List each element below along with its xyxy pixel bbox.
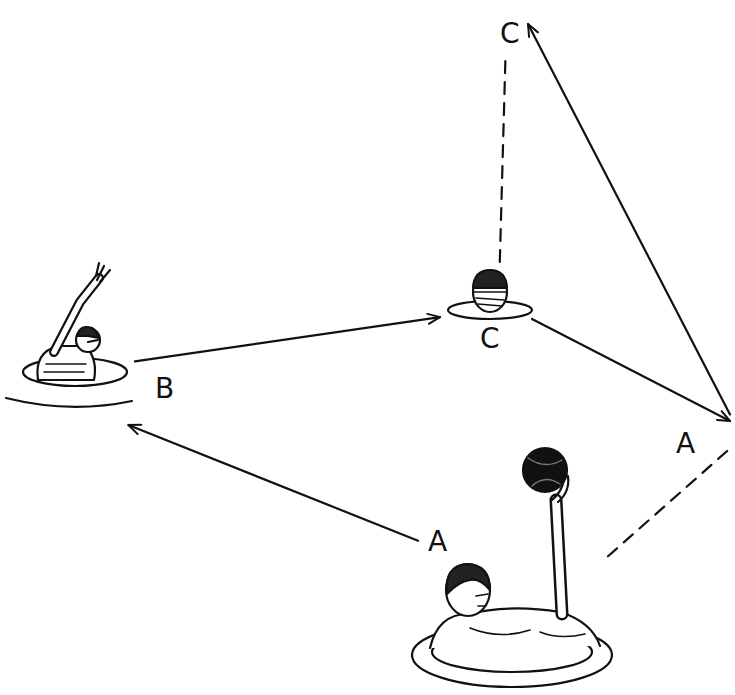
swimmer-arm bbox=[556, 500, 562, 614]
swimmer-head bbox=[76, 328, 100, 352]
player-position: C bbox=[440, 262, 532, 357]
player-letter: A bbox=[428, 528, 447, 556]
water-line bbox=[6, 398, 132, 407]
swimmer-goggles bbox=[88, 340, 98, 342]
swimmer-hair bbox=[447, 564, 490, 594]
swimmer-head bbox=[446, 564, 490, 616]
ball-seam bbox=[528, 458, 562, 486]
swimmer-hand bbox=[96, 263, 110, 282]
pass-arrow bbox=[532, 319, 730, 421]
player-position: B bbox=[25, 262, 135, 425]
player-position: A bbox=[666, 410, 730, 465]
swimmer-hand bbox=[552, 470, 568, 502]
swimmer-shoulders bbox=[430, 608, 600, 648]
swimmer-arm bbox=[54, 278, 99, 352]
player-letter: C bbox=[500, 20, 520, 48]
swimmer-arm bbox=[54, 278, 99, 352]
player-letter: A bbox=[676, 430, 695, 458]
swim-path bbox=[608, 449, 730, 557]
player-letter: B bbox=[155, 375, 174, 403]
pass-arrow bbox=[528, 24, 730, 414]
player-position: C bbox=[498, 16, 528, 56]
player-letter: C bbox=[480, 325, 500, 353]
swimmer-suit bbox=[44, 364, 86, 372]
pass-arrow bbox=[128, 425, 418, 541]
swimmer-cap bbox=[473, 270, 507, 288]
swim-path bbox=[500, 56, 506, 262]
swimmer-arm bbox=[556, 500, 562, 614]
water-polo-ball bbox=[523, 448, 567, 492]
swimmer-face bbox=[474, 292, 506, 306]
player-position: A bbox=[418, 435, 608, 693]
pass-arrow bbox=[135, 317, 440, 361]
swimmer-suit bbox=[470, 628, 585, 637]
swimmer-face bbox=[476, 594, 488, 606]
swimmer-hair bbox=[77, 327, 99, 338]
